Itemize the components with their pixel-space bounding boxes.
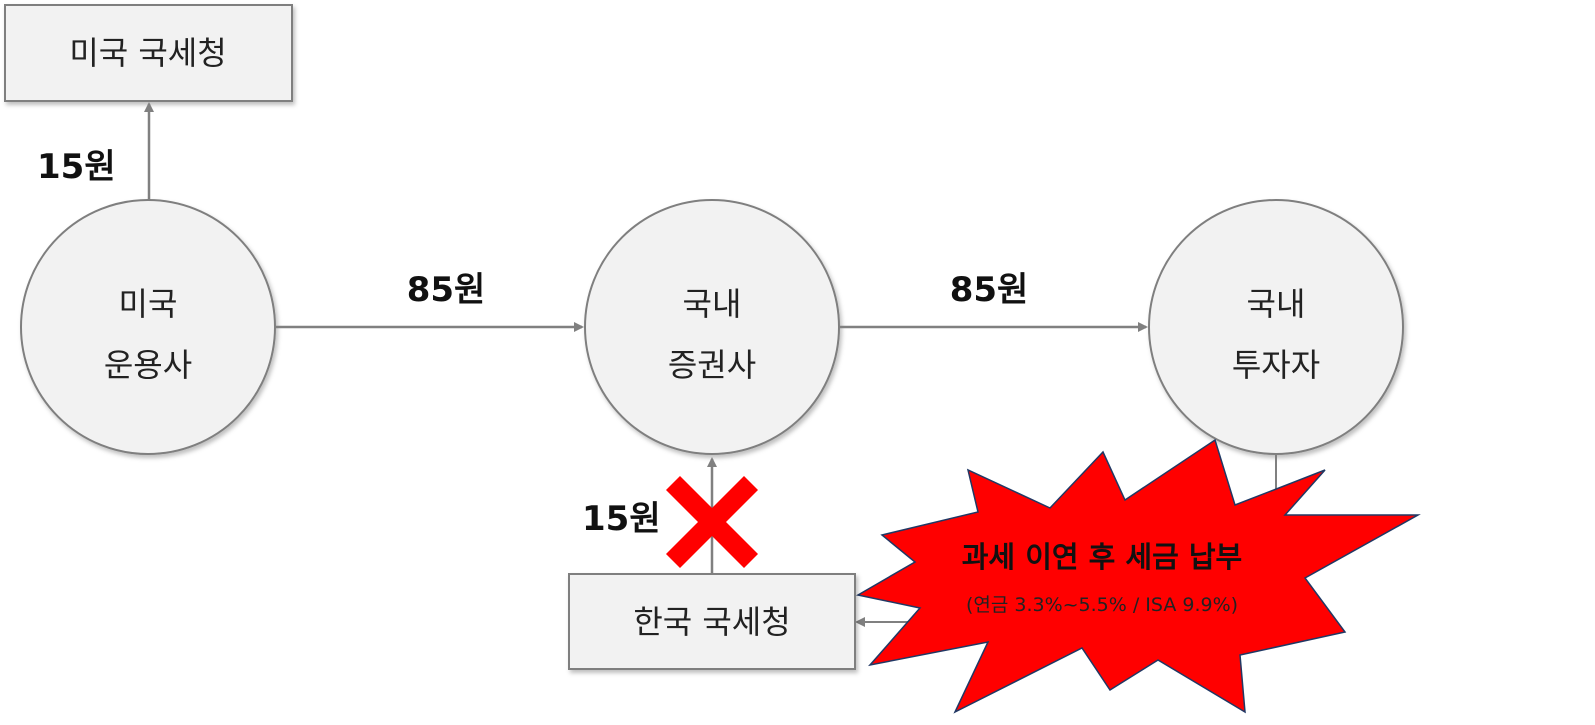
- callout-title: 과세 이연 후 세금 납부: [962, 540, 1243, 574]
- us-manager-line2: 운용사: [104, 346, 192, 384]
- us-withholding-amount: 15원: [37, 147, 116, 187]
- callout-subtitle: (연금 3.3%~5.5% / ISA 9.9%): [966, 594, 1238, 616]
- kr-nts-label: 한국 국세청: [633, 603, 790, 641]
- kr-nts-box: 한국 국세청: [568, 573, 856, 670]
- kr-investor-line2: 투자자: [1232, 346, 1320, 384]
- kr-withholding-blocked-amount: 15원: [582, 499, 661, 539]
- tax-deferral-burst: 과세 이연 후 세금 납부 (연금 3.3%~5.5% / ISA 9.9%): [855, 438, 1421, 714]
- kr-investor-line1: 국내: [1247, 285, 1306, 323]
- us-manager-node: 미국 운용사: [20, 199, 276, 455]
- manager-to-broker-amount: 85원: [407, 270, 486, 310]
- us-manager-line1: 미국: [119, 285, 178, 323]
- us-irs-box: 미국 국세청: [4, 4, 293, 102]
- kr-investor-node: 국내 투자자: [1148, 199, 1404, 455]
- us-irs-label: 미국 국세청: [69, 34, 226, 72]
- red-x-cross-icon: [666, 476, 758, 568]
- kr-broker-line1: 국내: [683, 285, 742, 323]
- kr-broker-line2: 증권사: [668, 346, 756, 384]
- broker-to-investor-amount: 85원: [950, 270, 1029, 310]
- kr-broker-node: 국내 증권사: [584, 199, 840, 455]
